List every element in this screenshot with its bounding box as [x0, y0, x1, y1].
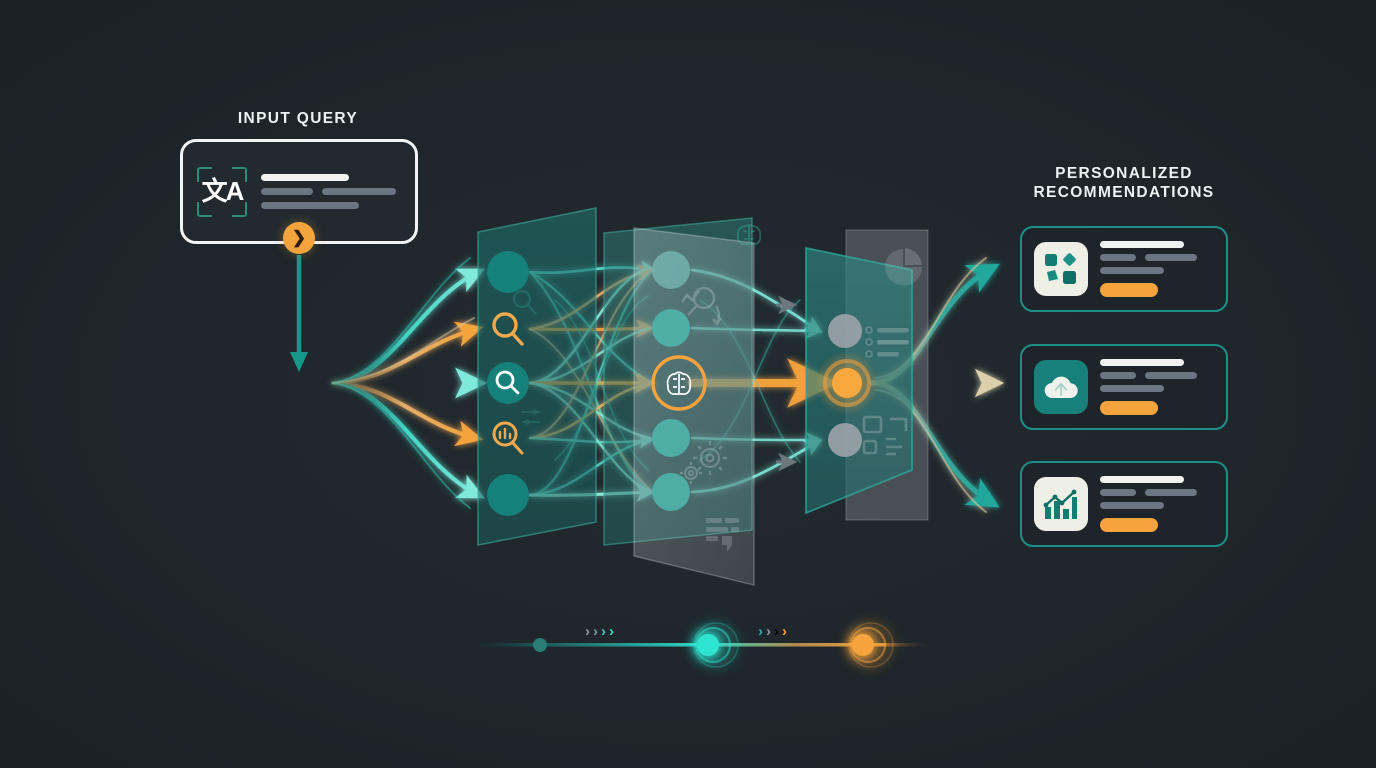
processing-layer-panel-back [603, 217, 753, 546]
watermark-icons [512, 224, 922, 552]
bar-chart-trend-icon [1034, 477, 1088, 531]
processing-layer-panel-glass [633, 227, 755, 586]
chevron-right-icon: › [609, 623, 614, 640]
stage-start-dot [533, 638, 547, 652]
category-shapes-icon [1034, 242, 1088, 296]
processing-layer-nodes [651, 251, 707, 511]
input-to-hub-arrow [290, 255, 308, 372]
node-search-analytics [492, 421, 524, 455]
input-text-lines [261, 174, 401, 209]
input-submit-chevron-button[interactable]: ❯ [283, 222, 315, 254]
text-line [1100, 476, 1184, 483]
chevron-right-icon: › [601, 623, 606, 640]
ranking-layer-nodes [815, 314, 879, 457]
encoder-layer-nodes [487, 251, 529, 516]
stage-mid-dot [693, 622, 739, 668]
node-active-orange [815, 351, 879, 415]
node-plain-teal [487, 474, 529, 516]
recommendation-text-lines [1100, 476, 1214, 532]
recommendation-action-button[interactable] [1100, 401, 1158, 415]
node-brain [651, 355, 707, 411]
ranking-layer-panel [805, 246, 913, 515]
text-line [1145, 372, 1197, 379]
search-icon [512, 289, 537, 315]
bullet-list-icon [865, 326, 909, 358]
text-quote-icon [706, 518, 739, 552]
text-line [1100, 241, 1184, 248]
text-line [1100, 267, 1164, 274]
translate-icon: 文A [197, 166, 247, 217]
text-line [1100, 372, 1136, 379]
chevron-right-icon: › [758, 623, 763, 640]
recommendations-label: PERSONALIZED RECOMMENDATIONS [1033, 165, 1215, 201]
text-line [261, 202, 359, 209]
text-line [1100, 502, 1164, 509]
recommendation-card[interactable] [1020, 344, 1228, 430]
node-plain [652, 419, 690, 457]
pie-chart-icon [885, 248, 922, 286]
node-plain-teal [487, 251, 529, 293]
chevron-right-icon: ❯ [291, 228, 307, 247]
chevron-right-icon: › [585, 623, 590, 640]
input-query-label: INPUT QUERY [237, 110, 359, 127]
node-search-teal [487, 362, 529, 404]
text-line [1100, 359, 1184, 366]
node-plain [652, 251, 690, 289]
node-plain [828, 314, 862, 348]
hub-to-layer1-connections [330, 257, 488, 509]
pipeline-progress-track[interactable]: › › › › › › › › [470, 612, 930, 668]
recommendation-action-button[interactable] [1100, 518, 1158, 532]
translate-icon-glyph: 文A [201, 175, 245, 206]
layer2-to-layer3-connections [688, 268, 839, 494]
text-line [261, 174, 349, 181]
recommendation-text-lines [1100, 241, 1214, 297]
text-line [1100, 385, 1164, 392]
recommendation-card[interactable] [1020, 226, 1228, 312]
chevron-right-icon: › [593, 623, 598, 640]
node-search-orange [492, 312, 524, 346]
secondary-gray-arrows [776, 295, 798, 472]
node-plain [652, 309, 690, 347]
brain-icon [736, 224, 762, 245]
text-line [1145, 489, 1197, 496]
text-line [261, 188, 313, 195]
text-line [322, 188, 396, 195]
stage-end-dot [848, 622, 894, 668]
recommendation-card[interactable] [1020, 461, 1228, 547]
recommendation-action-button[interactable] [1100, 283, 1158, 297]
node-plain [828, 423, 862, 457]
gears-icon [680, 441, 727, 484]
recommendation-text-lines [1100, 359, 1214, 415]
layout-grid-icon [862, 415, 908, 456]
ranking-layer-panel-back [845, 229, 929, 521]
node-plain [652, 473, 690, 511]
chevron-right-icon: › [766, 623, 771, 640]
chevrons-stage-2: › › › › [758, 624, 787, 639]
text-line [1100, 254, 1136, 261]
text-line [1100, 489, 1136, 496]
cloud-upload-icon [1034, 360, 1088, 414]
sliders-icon [522, 409, 540, 425]
search-arrow-icon [681, 286, 722, 326]
chevrons-stage-1: › › › › [585, 624, 614, 639]
text-line [1145, 254, 1197, 261]
layer3-to-output-connections [869, 257, 1005, 513]
chevron-right-icon: › [782, 623, 787, 640]
layer1-to-layer2-connections [528, 260, 657, 502]
encoder-layer-panel [477, 207, 597, 546]
chevron-right-icon: › [774, 623, 779, 640]
